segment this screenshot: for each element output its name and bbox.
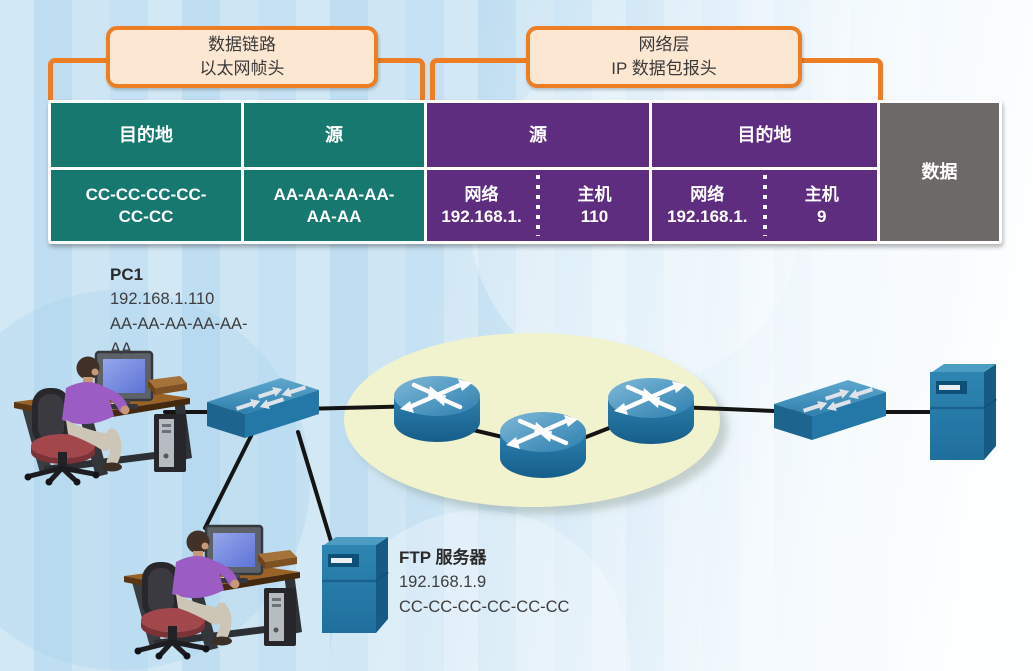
switch-icon [774, 380, 886, 440]
ftp-server-label: FTP 服务器 192.168.1.9 CC-CC-CC-CC-CC-CC [399, 545, 569, 620]
eth-source-header: 源 [244, 103, 424, 167]
workstation-icon-pc2 [124, 526, 302, 660]
network-layer-label: 网络层 IP 数据包报头 [526, 26, 802, 88]
data-link-label-line2: 以太网帧头 [199, 59, 285, 78]
eth-destination-value-line1: CC-CC-CC-CC- [85, 184, 207, 204]
server-icon [928, 362, 998, 462]
eth-destination-value-line2: CC-CC [118, 206, 174, 226]
eth-source-value-line1: AA-AA-AA-AA- [273, 184, 395, 204]
ftp-server-mac: CC-CC-CC-CC-CC-CC [399, 598, 570, 616]
ip-source-network-value: 192.168.1. [441, 206, 522, 226]
frame-header-table: 目的地 源 源 目的地 数据 CC-CC-CC-CC- CC-CC AA-AA-… [48, 100, 1002, 244]
router-icon [500, 412, 586, 478]
ip-destination-header: 目的地 [652, 103, 877, 167]
eth-destination-value: CC-CC-CC-CC- CC-CC [51, 170, 241, 241]
network-layer-label-line1: 网络层 [638, 35, 690, 54]
pc1-label: PC1 192.168.1.110 AA-AA-AA-AA-AA- AA [110, 262, 248, 362]
dotted-divider [536, 175, 540, 236]
switch-icon [207, 378, 319, 438]
ip-destination-host-value: 9 [817, 206, 827, 226]
ip-destination-host: 主机 9 [767, 184, 878, 228]
ip-destination-network-value: 192.168.1. [667, 206, 748, 226]
eth-source-value-line2: AA-AA [306, 206, 362, 226]
ip-source-host-label: 主机 [577, 184, 612, 204]
eth-destination-header: 目的地 [51, 103, 241, 167]
ip-destination-host-label: 主机 [804, 184, 839, 204]
data-link-label-line1: 数据链路 [208, 35, 276, 54]
data-link-label: 数据链路 以太网帧头 [106, 26, 378, 88]
workstation-icon-pc1 [14, 352, 192, 486]
link-switch1-ftp [296, 430, 335, 550]
ftp-server-icon [320, 535, 390, 635]
router-icon [608, 378, 694, 444]
ip-source-network-label: 网络 [464, 184, 499, 204]
data-field-cell: 数据 [880, 103, 999, 241]
ip-destination-network: 网络 192.168.1. [652, 184, 763, 228]
ftp-server-name: FTP 服务器 [399, 548, 487, 567]
ip-destination-network-label: 网络 [690, 184, 725, 204]
ip-source-header: 源 [427, 103, 649, 167]
router-icon [394, 376, 480, 442]
dotted-divider [762, 175, 767, 236]
ip-source-host: 主机 110 [540, 184, 649, 228]
ip-source-value: 网络 192.168.1. 主机 110 [427, 170, 649, 241]
ftp-server-ip: 192.168.1.9 [399, 573, 487, 591]
pc1-ip: 192.168.1.110 [110, 290, 215, 308]
pc1-name: PC1 [110, 265, 144, 284]
link-switch1-pc2 [203, 430, 255, 530]
ip-source-network: 网络 192.168.1. [427, 184, 536, 228]
pc1-mac-line1: AA-AA-AA-AA-AA- [110, 315, 248, 333]
ip-destination-value: 网络 192.168.1. 主机 9 [652, 170, 877, 241]
eth-source-value: AA-AA-AA-AA- AA-AA [244, 170, 424, 241]
ip-source-host-value: 110 [580, 206, 609, 226]
network-layer-label-line2: IP 数据包报头 [611, 59, 717, 78]
pc1-mac-line2: AA [110, 340, 133, 358]
